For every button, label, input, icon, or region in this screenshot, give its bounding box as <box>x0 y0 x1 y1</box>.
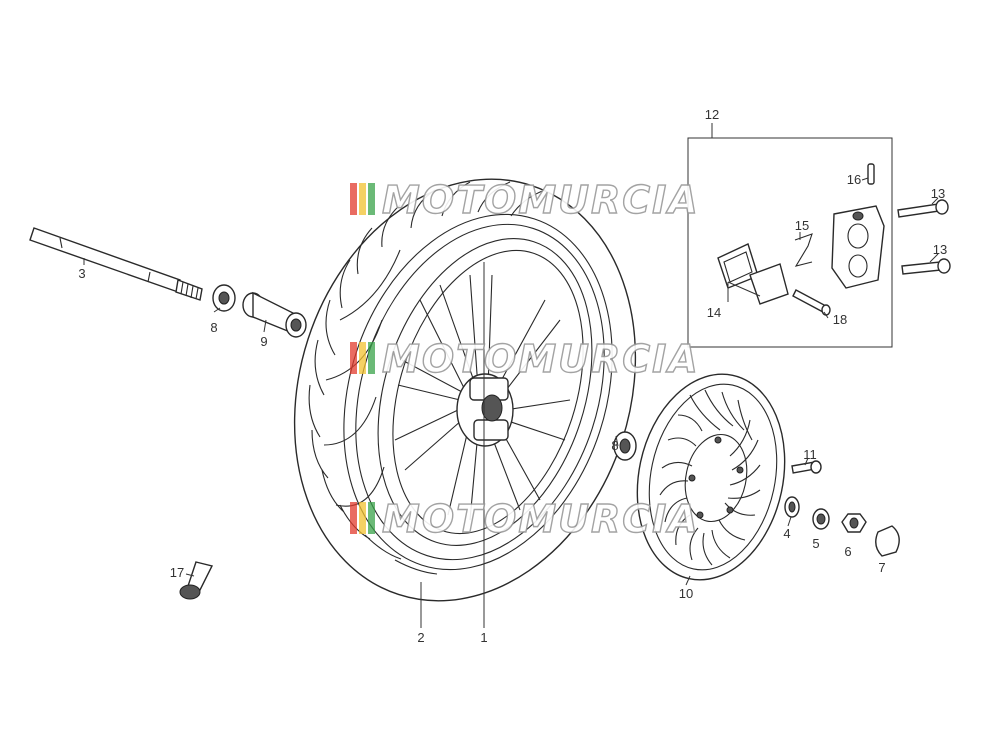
bleed-screw <box>867 163 875 185</box>
callout-1: 1 <box>480 630 487 645</box>
callout-8-left: 8 <box>210 320 217 335</box>
pad-spring <box>794 233 813 267</box>
callout-11: 11 <box>803 447 817 462</box>
callout-4: 4 <box>783 526 790 541</box>
nut <box>841 513 867 533</box>
callout-13-upper: 13 <box>931 186 945 201</box>
callout-2: 2 <box>417 630 424 645</box>
caliper-bolt-lower <box>901 258 951 275</box>
washer-4 <box>784 496 800 518</box>
callout-3: 3 <box>78 266 85 281</box>
spacer <box>242 291 307 338</box>
watermark-text: MOTOMURCIA <box>382 178 700 222</box>
watermark-text: MOTOMURCIA <box>382 337 700 381</box>
axle <box>29 227 203 301</box>
callout-numbers: 1 2 3 4 5 6 7 8 8 9 10 11 12 13 13 14 15… <box>78 107 947 645</box>
bearing-right <box>613 431 637 461</box>
caliper-body <box>831 205 885 289</box>
callout-10: 10 <box>679 586 693 601</box>
bearing-left <box>212 284 236 312</box>
disc-screw <box>791 460 822 474</box>
callout-14: 14 <box>707 305 721 320</box>
callout-15: 15 <box>795 218 809 233</box>
caliper-bolt-upper <box>897 199 949 218</box>
callout-9: 9 <box>260 334 267 349</box>
callout-18: 18 <box>833 312 847 327</box>
axle-cap <box>875 525 900 557</box>
brake-pads <box>717 243 789 305</box>
callout-17: 17 <box>170 565 184 580</box>
callout-16: 16 <box>847 172 861 187</box>
brake-disc <box>636 373 786 581</box>
watermark-text: MOTOMURCIA <box>382 497 700 541</box>
callout-8-right: 8 <box>611 438 618 453</box>
callout-12: 12 <box>705 107 719 122</box>
tire-valve <box>179 561 214 600</box>
callout-6: 6 <box>844 544 851 559</box>
rim-wheel <box>377 238 593 546</box>
callout-5: 5 <box>812 536 819 551</box>
watermark-middle: MOTOMURCIA <box>350 336 700 382</box>
caliper-kit-box <box>687 137 893 348</box>
washer-5 <box>812 508 830 530</box>
caliper-pin <box>792 289 831 316</box>
leader-lines <box>83 123 939 628</box>
watermark-bottom: MOTOMURCIA <box>350 496 700 542</box>
callout-13-lower: 13 <box>933 242 947 257</box>
watermark-top: MOTOMURCIA <box>350 177 700 223</box>
callout-7: 7 <box>878 560 885 575</box>
